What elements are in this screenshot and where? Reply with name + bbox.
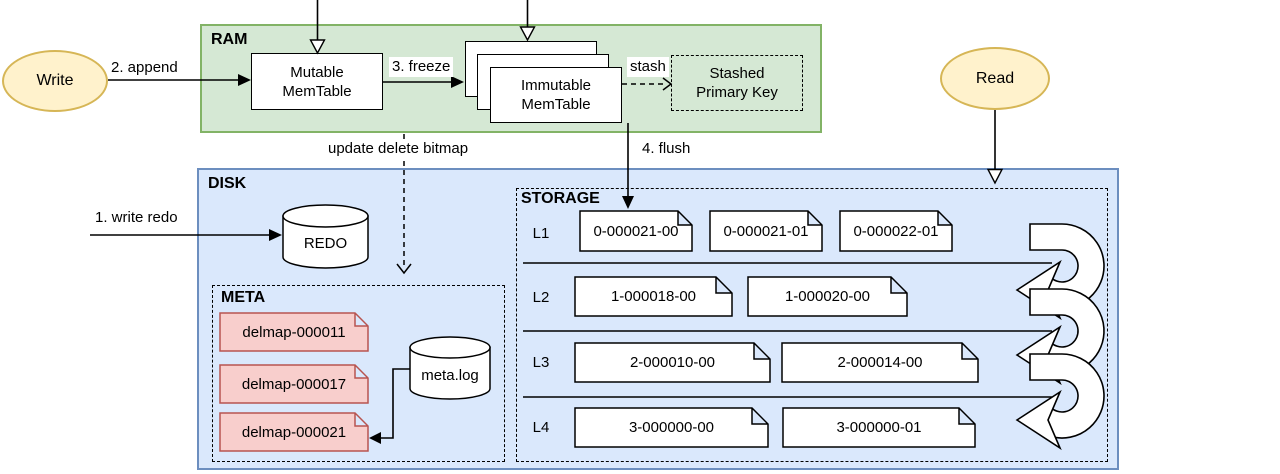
actor-write-label: Write <box>36 72 74 89</box>
meta-container: META <box>212 285 505 462</box>
disk-label: DISK <box>208 175 247 192</box>
edge-label-freeze: 3. freeze <box>389 57 454 77</box>
meta-log-label: meta.log <box>421 366 479 384</box>
delmap-file-label: delmap-000017 <box>241 375 347 393</box>
storage-file-label: 2-000014-00 <box>837 354 923 371</box>
edge-label-append: 2. append <box>108 58 181 78</box>
storage-file-label: 2-000010-00 <box>629 354 716 371</box>
node-immutable-memtable: Immutable MemTable <box>490 67 622 123</box>
level-label-l3: L3 <box>532 353 550 371</box>
storage-file-label: 1-000018-00 <box>610 288 697 305</box>
storage-container: STORAGE <box>516 188 1108 462</box>
edge-label-flush: 4. flush <box>639 139 694 159</box>
edge-label-write-redo: 1. write redo <box>92 208 181 228</box>
storage-file-label: 1-000020-00 <box>784 288 871 305</box>
level-label-l2: L2 <box>532 288 550 306</box>
node-stashed-primary-key: Stashed Primary Key <box>671 55 803 111</box>
redo-label: REDO <box>303 234 348 252</box>
level-label-l4: L4 <box>532 418 550 436</box>
storage-file-label: 3-000000-01 <box>836 419 922 436</box>
edge-label-stash: stash <box>627 57 669 77</box>
ram-label: RAM <box>211 31 248 48</box>
level-label-l1: L1 <box>532 224 550 242</box>
actor-read-label: Read <box>975 69 1015 87</box>
node-mutable-memtable: Mutable MemTable <box>251 53 383 110</box>
storage-file-label: 0-000022-01 <box>853 222 939 240</box>
actor-read: Read <box>940 47 1050 110</box>
storage-label: STORAGE <box>521 190 600 207</box>
storage-file-label: 0-000021-01 <box>723 222 809 240</box>
immutable-memtable-label: Immutable MemTable <box>520 77 592 113</box>
delmap-file-label: delmap-000021 <box>241 423 347 441</box>
actor-write: Write <box>2 50 108 112</box>
stashed-primary-key-label: Stashed Primary Key <box>696 65 778 101</box>
mutable-memtable-label: Mutable MemTable <box>282 63 352 100</box>
meta-label: META <box>221 289 266 306</box>
storage-file-label: 3-000000-00 <box>628 419 715 436</box>
storage-file-label: 0-000021-00 <box>593 222 679 240</box>
edge-label-update-delete-bitmap: update delete bitmap <box>325 139 472 159</box>
delmap-file-label: delmap-000011 <box>242 323 346 341</box>
